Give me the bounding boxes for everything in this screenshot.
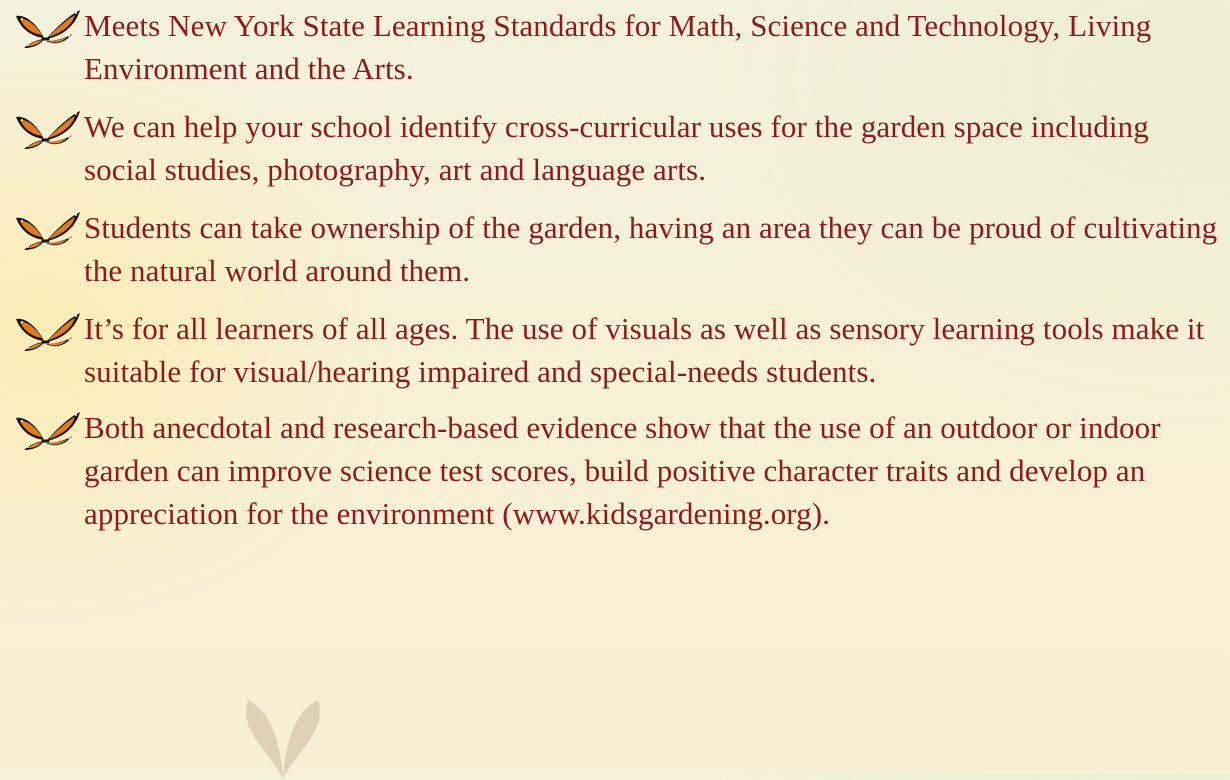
list-item: Both anecdotal and research-based eviden…: [14, 406, 1226, 535]
benefits-list: Meets New York State Learning Standards …: [14, 4, 1226, 550]
list-item-text: Students can take ownership of the garde…: [84, 210, 1218, 288]
list-item: Meets New York State Learning Standards …: [14, 4, 1226, 90]
list-item-text: We can help your school identify cross-c…: [84, 109, 1149, 187]
list-item: It’s for all learners of all ages. The u…: [14, 307, 1226, 393]
list-item-text: Both anecdotal and research-based eviden…: [84, 410, 1161, 531]
list-item-text: It’s for all learners of all ages. The u…: [84, 311, 1205, 389]
background-butterfly-icon: [246, 700, 320, 778]
list-item-text: Meets New York State Learning Standards …: [84, 8, 1152, 86]
monarch-butterfly-icon: [14, 8, 82, 48]
monarch-butterfly-icon: [14, 410, 82, 450]
monarch-butterfly-icon: [14, 311, 82, 351]
list-item: Students can take ownership of the garde…: [14, 206, 1226, 292]
list-item: We can help your school identify cross-c…: [14, 105, 1226, 191]
monarch-butterfly-icon: [14, 210, 82, 250]
monarch-butterfly-icon: [14, 109, 82, 149]
